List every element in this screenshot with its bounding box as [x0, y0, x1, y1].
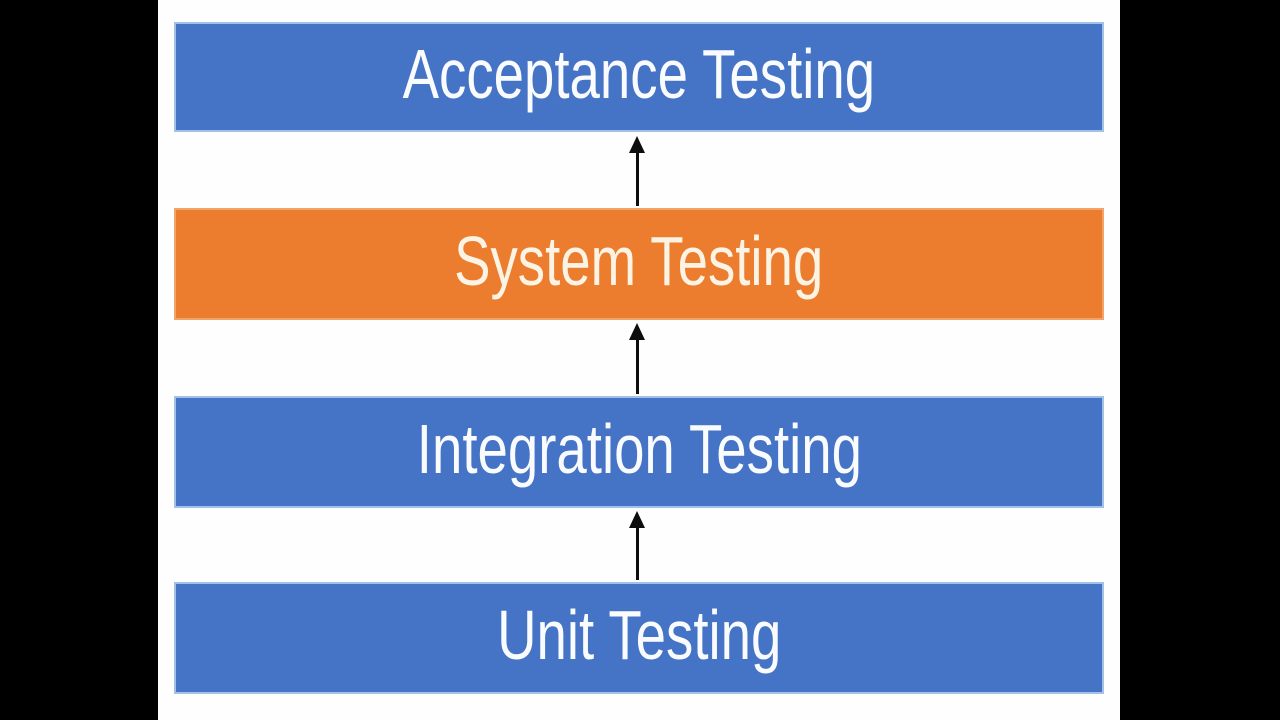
level-label-unit-testing: Unit Testing [496, 596, 782, 674]
level-label-integration-testing: Integration Testing [416, 410, 862, 488]
level-bar-integration-testing: Integration Testing [174, 396, 1104, 508]
arrow-shaft [635, 151, 639, 206]
level-bar-acceptance-testing: Acceptance Testing [174, 22, 1104, 132]
arrow-shaft [635, 526, 639, 580]
letterbox-left [0, 0, 158, 720]
letterbox-right [1120, 0, 1280, 720]
up-arrow-integration-to-system [626, 323, 648, 394]
level-label-acceptance-testing: Acceptance Testing [402, 35, 876, 113]
arrow-shaft [635, 338, 639, 394]
arrow-head-icon [629, 323, 645, 340]
level-bar-system-testing: System Testing [174, 208, 1104, 320]
arrow-head-icon [629, 511, 645, 528]
level-bar-unit-testing: Unit Testing [174, 582, 1104, 694]
level-label-system-testing: System Testing [454, 222, 824, 300]
up-arrow-system-to-acceptance [626, 136, 648, 206]
up-arrow-unit-to-integration [626, 511, 648, 580]
arrow-head-icon [629, 136, 645, 153]
diagram-canvas: Acceptance Testing System Testing Integr… [158, 0, 1120, 720]
